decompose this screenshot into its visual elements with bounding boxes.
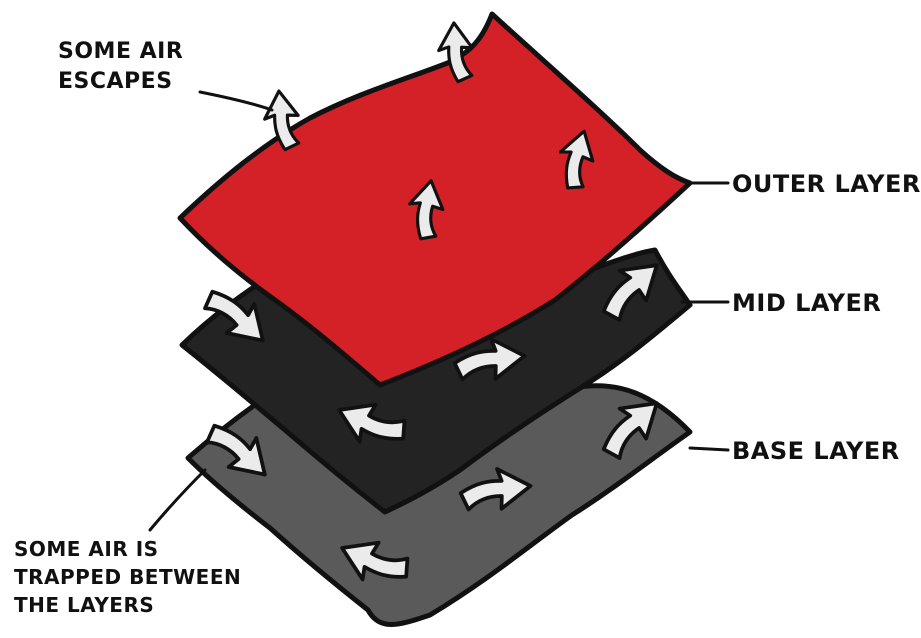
outer-layer-label: OUTER LAYER [732,170,921,198]
base-layer-label: BASE LAYER [732,437,900,465]
air-trapped-label-line-2: TRAPPED BETWEEN [14,565,241,589]
leader-line-air-escapes [200,92,272,110]
leader-line-air-trapped [150,470,205,530]
air-trapped-label-line-1: SOME AIR IS [14,537,159,561]
air-trapped-label-line-3: THE LAYERS [14,593,154,617]
leader-line-base-layer [690,448,728,450]
mid-layer-label: MID LAYER [732,289,881,317]
air-escapes-label-line-1: SOME AIR [58,39,183,64]
air-escapes-label-line-2: ESCAPES [58,69,173,94]
